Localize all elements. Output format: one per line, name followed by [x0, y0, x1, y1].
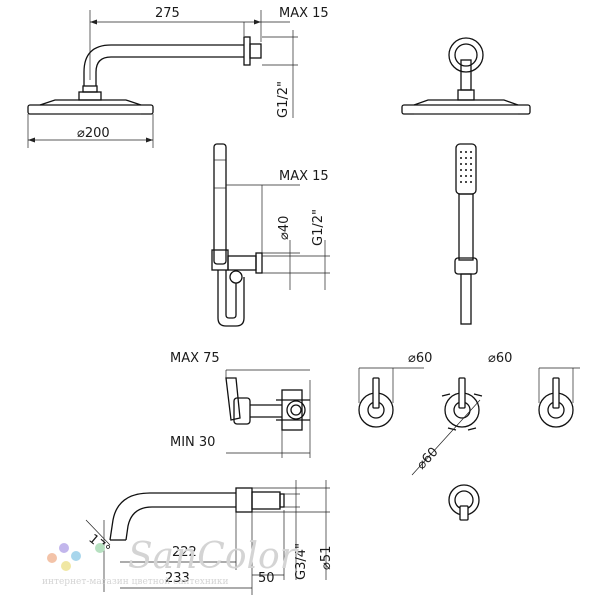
max-75-label: MAX 75: [170, 351, 220, 366]
g-half-top-label: G1/2": [276, 81, 291, 118]
valve-dimension-lines: [358, 367, 580, 476]
min-30-label: MIN 30: [170, 435, 215, 450]
max-15-top-label: MAX 15: [279, 6, 329, 21]
logo-dot-4: [61, 561, 71, 571]
middle-dimension-lines: [226, 184, 330, 290]
top-dimension-lines: [27, 10, 298, 148]
logo-dot-5: [95, 543, 105, 553]
watermark-brand: SanColor: [128, 536, 299, 577]
max-15-mid-label: MAX 15: [279, 169, 329, 184]
hand-shower-side-view: [211, 143, 263, 327]
spout-50-label: 50: [258, 571, 275, 586]
d51-label: ⌀51: [319, 546, 334, 570]
logo-dot-3: [71, 551, 81, 561]
valve-front-2: [441, 377, 483, 431]
spout-side-view: [109, 487, 285, 541]
spray-nozzles: [460, 151, 472, 183]
mixer-side-view: [225, 377, 310, 431]
logo-dot-2: [59, 543, 69, 553]
arm-length-label: 275: [155, 6, 180, 21]
hand-shower-front-view: [454, 143, 478, 325]
watermark-tagline: интернет-магазин цветной сантехники: [42, 577, 228, 587]
head-diameter-label: ⌀200: [77, 126, 110, 141]
g-half-mid-label: G1/2": [311, 209, 326, 246]
shower-arm-front-view: [401, 37, 531, 115]
valve-front-1: [358, 377, 394, 428]
shower-arm-side-view: [27, 36, 262, 115]
spout-222-label: 222: [172, 545, 197, 560]
logo-dot-1: [47, 553, 57, 563]
spout-233-label: 233: [165, 571, 190, 586]
spout-dimension-lines: [85, 480, 330, 595]
valve-front-3: [538, 377, 574, 428]
mixer-dimension-lines: [225, 369, 311, 458]
sancolor-watermark: SanColor интернет-магазин цветной сантех…: [42, 536, 299, 587]
g-three-quarter-label: G3/4": [294, 543, 309, 580]
d60-a-label: ⌀60: [408, 351, 432, 366]
spout-front-view: [448, 484, 480, 521]
d60-b-label: ⌀60: [488, 351, 512, 366]
d40-label: ⌀40: [277, 216, 292, 240]
